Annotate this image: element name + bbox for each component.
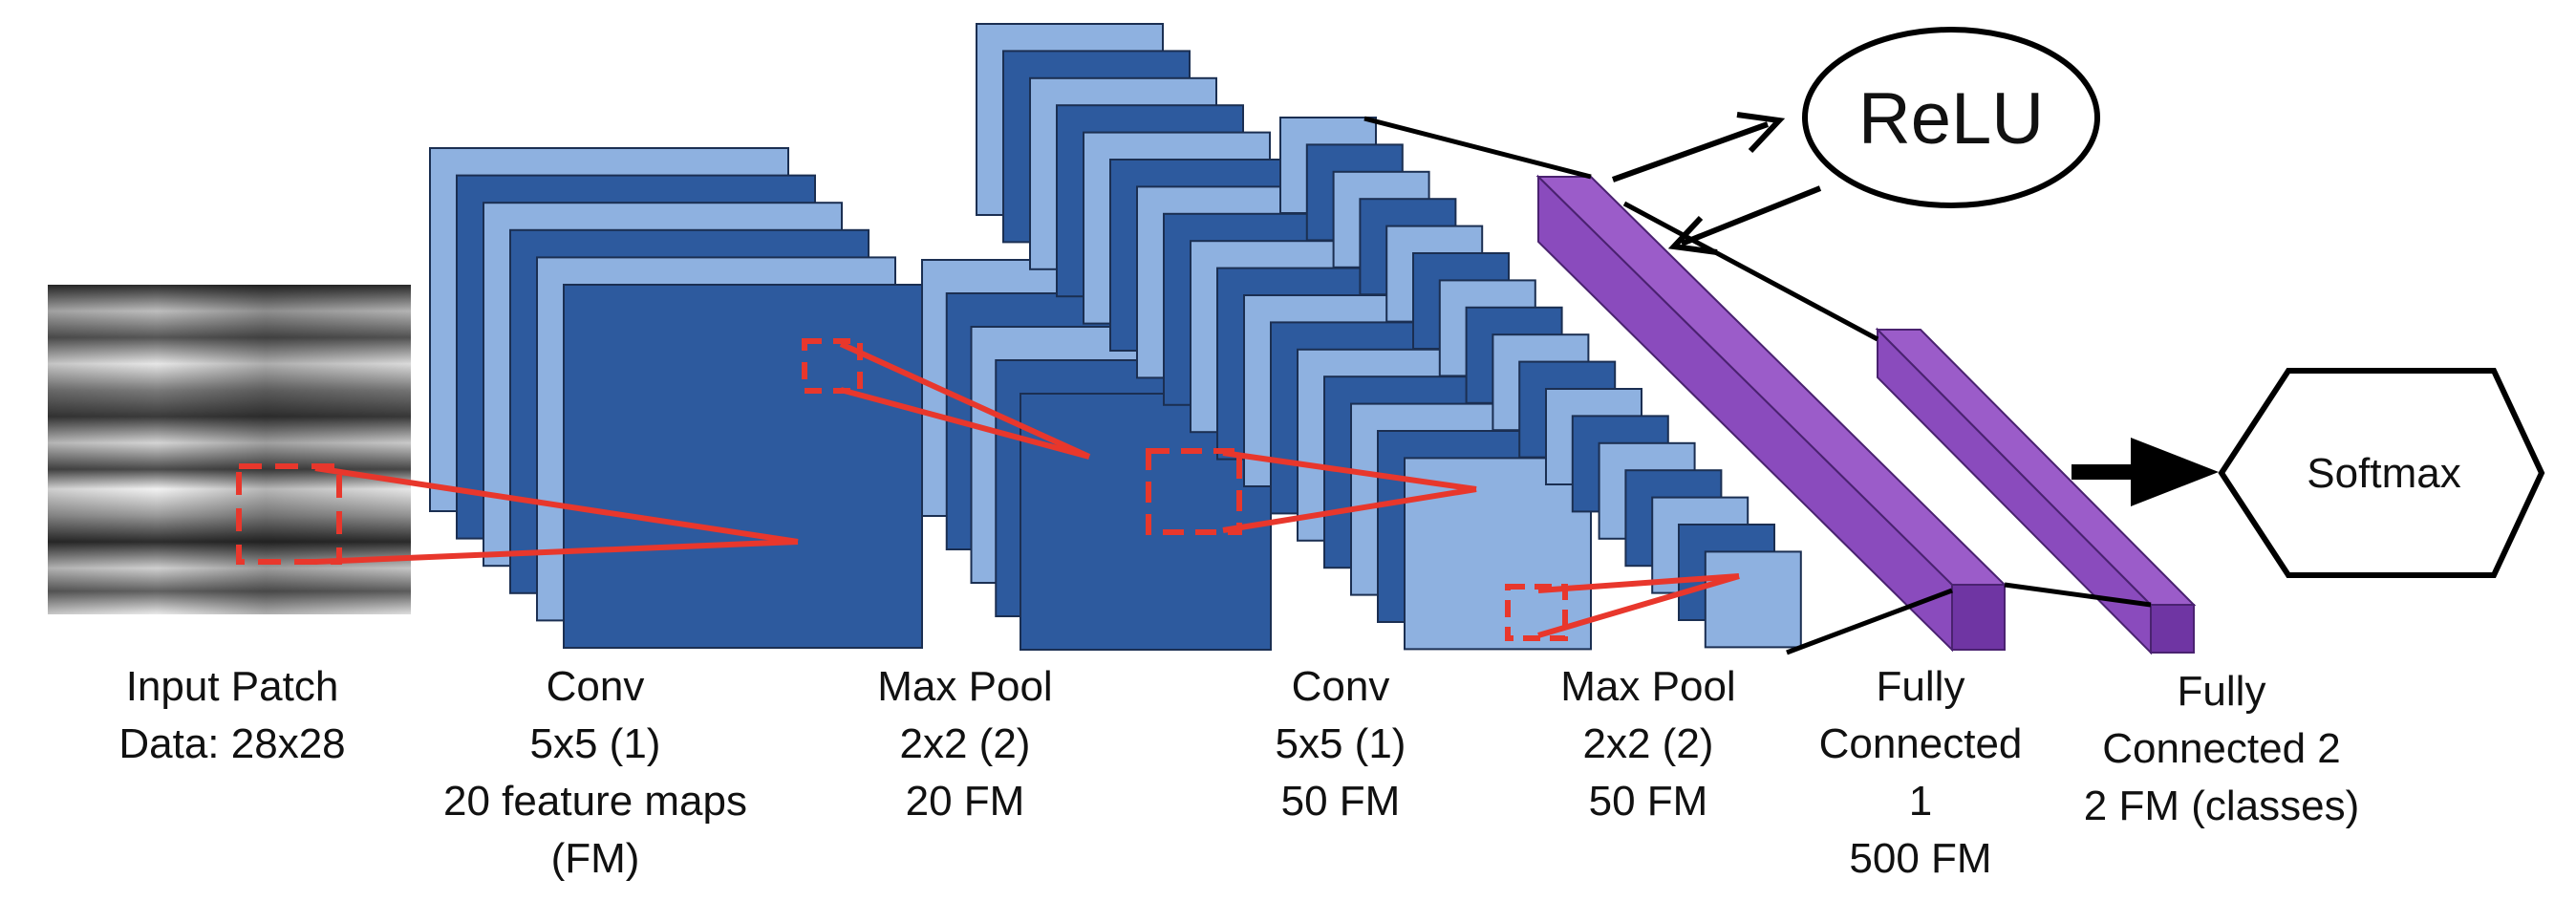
- pool2-feature-map-17: [1704, 550, 1802, 649]
- pool2-feature-map-stack: [1279, 117, 1802, 649]
- caption-conv1-line-2: 5x5 (1): [530, 720, 661, 767]
- caption-pool1-line-2: 2x2 (2): [900, 720, 1031, 767]
- caption-pool2-line-1: Max Pool: [1560, 663, 1735, 710]
- caption-input: Input Patch Data: 28x28: [118, 663, 345, 767]
- caption-pool1: Max Pool 2x2 (2) 20 FM: [877, 663, 1052, 825]
- caption-conv2-line-3: 50 FM: [1281, 778, 1401, 825]
- relu-label: ReLU: [1858, 78, 2044, 160]
- caption-fc1: Fully Connected 1 500 FM: [1819, 663, 2023, 882]
- conv1-feature-map-stack: [429, 147, 923, 649]
- caption-conv2-line-1: Conv: [1292, 663, 1390, 710]
- caption-pool2-line-2: 2x2 (2): [1583, 720, 1714, 767]
- caption-conv2-line-2: 5x5 (1): [1276, 720, 1406, 767]
- caption-fc1-line-1: Fully: [1877, 663, 1965, 710]
- caption-fc1-line-3: 1: [1909, 778, 1932, 825]
- caption-input-line-1: Input Patch: [126, 663, 339, 710]
- caption-conv1: Conv 5x5 (1) 20 feature maps (FM): [443, 663, 747, 882]
- receptive-field-markers: [236, 338, 1740, 641]
- relu-arrows: [1611, 112, 1822, 255]
- caption-fc1-line-2: Connected: [1819, 720, 2023, 767]
- caption-fc2: Fully Connected 2 2 FM (classes): [2084, 668, 2359, 829]
- caption-fc2-line-1: Fully: [2178, 668, 2266, 715]
- conv2-feature-map-17: [1404, 457, 1592, 651]
- caption-conv1-line-4: (FM): [551, 835, 640, 882]
- caption-fc2-line-2: Connected 2: [2102, 725, 2341, 772]
- softmax-label: Softmax: [2307, 450, 2460, 497]
- caption-conv1-line-1: Conv: [547, 663, 645, 710]
- caption-input-line-2: Data: 28x28: [118, 720, 345, 767]
- fully-connected-1-bar: [1535, 174, 2007, 653]
- caption-fc1-line-4: 500 FM: [1849, 835, 1991, 882]
- caption-pool1-line-1: Max Pool: [877, 663, 1052, 710]
- input-patch-image: [48, 285, 411, 614]
- caption-pool2-line-3: 50 FM: [1589, 778, 1708, 825]
- relu-node: ReLU: [1802, 27, 2100, 208]
- caption-conv2: Conv 5x5 (1) 50 FM: [1276, 663, 1406, 825]
- conv1-feature-map-6: [563, 284, 923, 649]
- fully-connected-2-bar: [1875, 327, 2197, 655]
- caption-pool1-line-3: 20 FM: [906, 778, 1025, 825]
- softmax-node: Softmax: [2218, 368, 2545, 578]
- pool1-feature-map-stack: [921, 259, 1272, 651]
- caption-conv1-line-3: 20 feature maps: [443, 778, 747, 825]
- connection-lines: [1363, 116, 2152, 655]
- caption-pool2: Max Pool 2x2 (2) 50 FM: [1560, 663, 1735, 825]
- softmax-arrow: [2072, 438, 2219, 506]
- caption-fc2-line-3: 2 FM (classes): [2084, 783, 2359, 829]
